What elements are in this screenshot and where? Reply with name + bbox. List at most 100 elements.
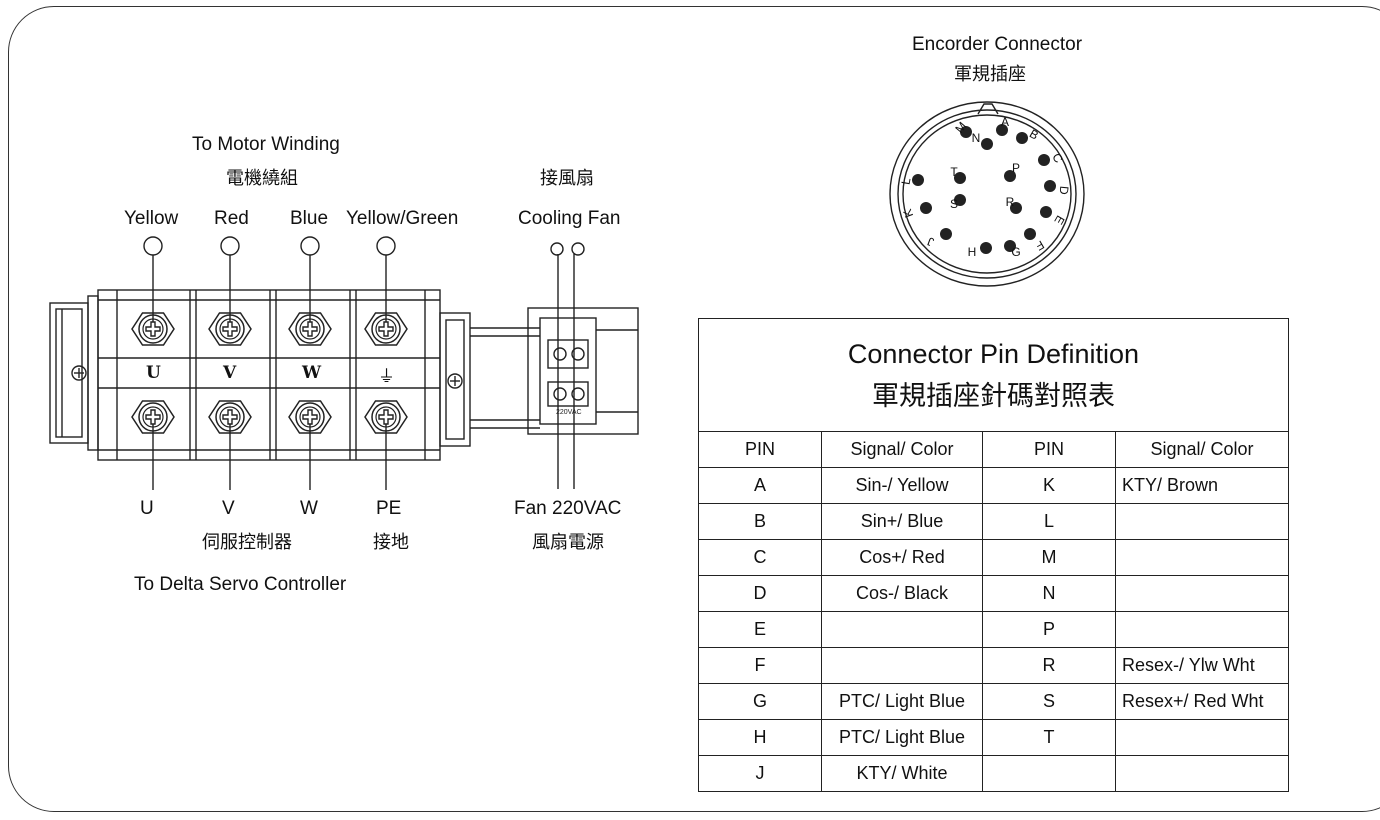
bottom-label-v: V — [222, 498, 235, 519]
signal-cell — [1115, 755, 1289, 792]
pin-table-title: Connector Pin Definition — [847, 339, 1140, 369]
pin-table-title-zh: 軍規插座針碼對照表 — [872, 381, 1115, 412]
screw-icon — [364, 400, 408, 434]
fan-title: Cooling Fan — [518, 208, 621, 229]
pin-cell: F — [698, 647, 822, 684]
pin-cell: E — [698, 611, 822, 648]
screw-icon — [208, 312, 252, 346]
pin-definition-table: Connector Pin Definition 軍規插座針碼對照表 PIN S… — [698, 318, 1289, 792]
diagram-frame — [8, 6, 1380, 812]
screw-terminals — [131, 312, 408, 434]
svg-text:D: D — [1057, 185, 1072, 195]
right-mounting-bracket — [439, 312, 540, 447]
encoder-pin-a: A — [996, 115, 1009, 136]
terminal-mark-ground-icon: ⏚ — [378, 367, 395, 386]
svg-text:P: P — [1012, 161, 1020, 175]
pin-cell — [982, 755, 1116, 792]
pin-cell: N — [982, 575, 1116, 612]
bottom-label-pe: PE — [376, 498, 402, 519]
svg-text:T: T — [950, 165, 958, 179]
controller-label: To Delta Servo Controller — [134, 574, 347, 595]
wire-color-blue: Blue — [290, 208, 329, 229]
svg-text:F: F — [1033, 238, 1046, 254]
svg-text:N: N — [972, 131, 981, 145]
bottom-label-u: U — [140, 498, 154, 519]
pin-table-title-cell: Connector Pin Definition 軍規插座針碼對照表 — [698, 318, 1289, 432]
pin-cell: L — [982, 503, 1116, 540]
signal-cell: Sin-/ Yellow — [821, 467, 983, 504]
screw-icon — [288, 312, 332, 346]
wire-color-yellow-green: Yellow/Green — [346, 208, 459, 229]
svg-text:L: L — [899, 176, 914, 185]
pin-cell: D — [698, 575, 822, 612]
pin-cell: R — [982, 647, 1116, 684]
bottom-label-w: W — [300, 498, 318, 519]
encoder-pin-s: S — [950, 194, 966, 211]
pin-cell: H — [698, 719, 822, 756]
header-signal-2: Signal/ Color — [1115, 431, 1289, 468]
encoder-pin-e: E — [1040, 206, 1068, 227]
fan-title-zh: 接風扇 — [540, 168, 594, 189]
winding-leads — [143, 236, 396, 490]
screw-icon — [208, 400, 252, 434]
encoder-pin-d: D — [1044, 180, 1071, 196]
header-pin-2: PIN — [982, 431, 1116, 468]
signal-cell — [1115, 611, 1289, 648]
svg-text:A: A — [1001, 115, 1009, 129]
pin-cell: T — [982, 719, 1116, 756]
screw-icon — [131, 312, 175, 346]
screw-icon — [288, 400, 332, 434]
signal-cell: Resex+/ Red Wht — [1115, 683, 1289, 720]
encoder-pin-b: B — [1016, 126, 1041, 144]
pin-cell: C — [698, 539, 822, 576]
fan-power-label: Fan 220VAC — [514, 498, 622, 519]
pin-cell: B — [698, 503, 822, 540]
signal-cell: Resex-/ Ylw Wht — [1115, 647, 1289, 684]
pin-cell: K — [982, 467, 1116, 504]
encoder-pin-k: K — [900, 202, 932, 220]
encoder-pin-n: N — [972, 131, 993, 150]
encoder-pin-l: L — [899, 174, 924, 186]
svg-text:K: K — [900, 207, 916, 219]
pin-table-header-row: PIN Signal/ Color PIN Signal/ Color — [698, 431, 1289, 468]
encoder-pin-r: R — [1006, 195, 1022, 214]
signal-cell — [1115, 539, 1289, 576]
winding-title-zh: 電機繞組 — [226, 168, 298, 189]
controller-zh: 伺服控制器 — [202, 532, 292, 553]
signal-cell: KTY/ White — [821, 755, 983, 792]
svg-text:J: J — [925, 234, 935, 249]
fan-terminal-mark: 220VAC — [556, 409, 582, 416]
terminal-mark-w: W — [302, 363, 322, 383]
pin-cell: J — [698, 755, 822, 792]
header-pin-1: PIN — [698, 431, 822, 468]
signal-cell — [821, 647, 983, 684]
signal-cell: Cos+/ Red — [821, 539, 983, 576]
wire-color-red: Red — [214, 208, 249, 229]
encoder-pin-f: F — [1024, 228, 1047, 253]
svg-text:E: E — [1051, 213, 1067, 227]
signal-cell — [1115, 719, 1289, 756]
winding-title: To Motor Winding — [192, 134, 340, 155]
ground-zh: 接地 — [373, 532, 409, 553]
terminal-mark-u: U — [146, 363, 161, 383]
fan-terminal-block — [527, 242, 639, 489]
header-signal-1: Signal/ Color — [821, 431, 983, 468]
encoder-pin-p: P — [1004, 161, 1020, 182]
svg-text:B: B — [1027, 126, 1041, 142]
pin-cell: S — [982, 683, 1116, 720]
fan-power-zh: 風扇電源 — [532, 532, 604, 553]
pin-cell: A — [698, 467, 822, 504]
encoder-pin-m: M — [952, 119, 972, 138]
screw-icon — [364, 312, 408, 346]
